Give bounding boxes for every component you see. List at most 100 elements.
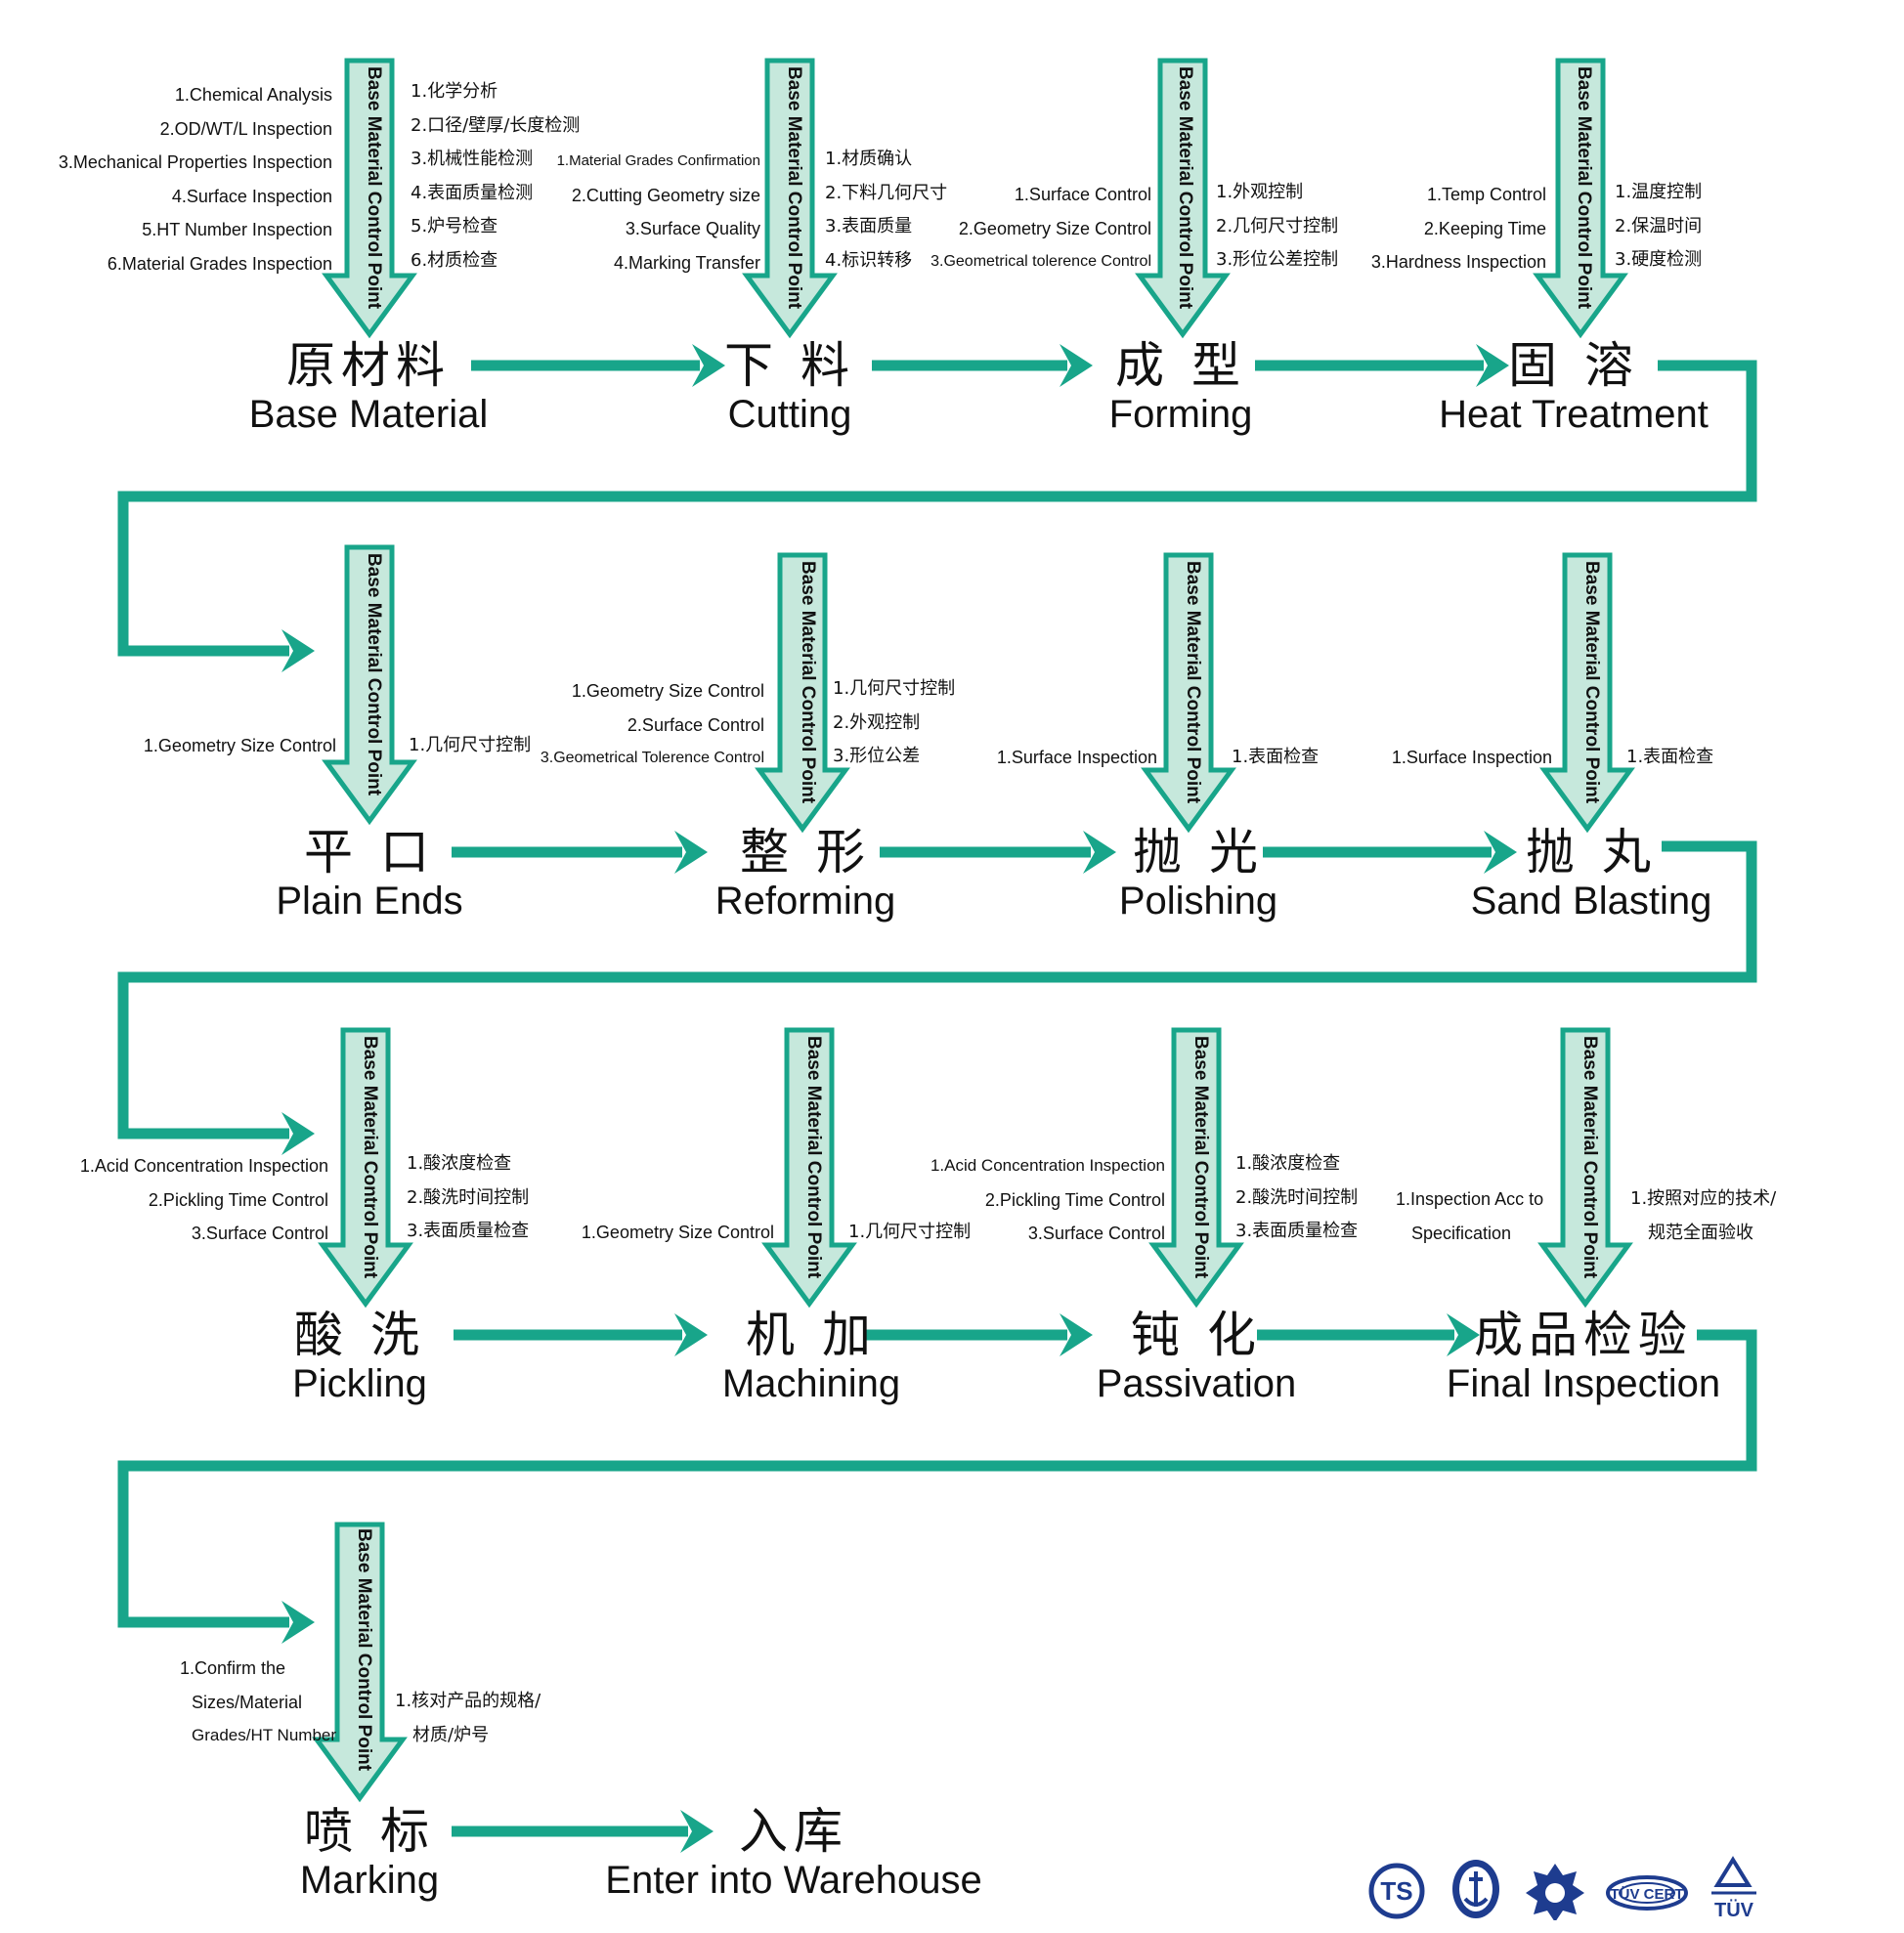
step-en-label: Marking	[299, 1859, 440, 1902]
step-sand-blasting: 抛 丸 Sand Blasting	[1366, 825, 1816, 923]
inspection-item: 3.机械性能检测	[411, 149, 534, 169]
control-point-arrow-shape	[322, 544, 417, 826]
step-en-label: Passivation	[1096, 1362, 1297, 1405]
svg-text:TÜV CERT: TÜV CERT	[1611, 1886, 1684, 1903]
control-point-label: Base Material Control Point	[1183, 561, 1203, 804]
control-point-arrow: Base Material Control Point	[1153, 59, 1216, 332]
inspection-item: 1.表面检查	[1626, 747, 1714, 767]
inspection-item: 1.Chemical Analysis	[174, 85, 332, 105]
inspection-item: 5.炉号检查	[411, 216, 498, 236]
control-point-arrow-shape	[1539, 552, 1635, 834]
step-cn-label: 原材料	[286, 337, 451, 394]
inspection-item: 1.Confirm the	[180, 1658, 286, 1678]
step-passivation: 钝 化 Passivation	[972, 1308, 1421, 1405]
step-reforming: 整 形 Reforming	[581, 825, 1030, 923]
inspection-list-cn: 1.酸浓度检查 2.酸洗时间控制 3.表面质量检查	[407, 1147, 529, 1249]
step-cn-label: 喷 标	[304, 1803, 435, 1860]
inspection-list-cn: 1.材质确认 2.下料几何尺寸 3.表面质量 4.标识转移	[825, 143, 947, 278]
certification-logos: TS TÜV CERT TÜV	[1368, 1856, 1756, 1920]
step-cn-label: 成品检验	[1474, 1307, 1693, 1363]
control-point-arrow: Base Material Control Point	[1169, 1028, 1232, 1302]
inspection-list-en: 1.Temp Control 2.Keeping Time 3.Hardness…	[1371, 178, 1546, 279]
flow-arrow-head	[674, 831, 708, 874]
step-pickling: 酸 洗 Pickling	[135, 1308, 584, 1405]
flow-arrow-head	[692, 344, 725, 387]
inspection-list-cn: 1.几何尺寸控制	[409, 729, 531, 763]
ts-logo: TS	[1368, 1863, 1425, 1919]
inspection-item: 2.OD/WT/L Inspection	[159, 118, 332, 139]
inspection-item: 3.表面质量检查	[1235, 1221, 1359, 1241]
inspection-item: 1.几何尺寸控制	[848, 1222, 972, 1242]
step-forming: 成 型 Forming	[956, 338, 1406, 436]
control-point-arrow: Base Material Control Point	[1161, 553, 1224, 827]
inspection-item: 1.表面检查	[1232, 747, 1320, 767]
step-en-label: Final Inspection	[1446, 1362, 1721, 1405]
control-point-arrow-shape	[755, 552, 850, 834]
inspection-list-cn: 1.外观控制 2.几何尺寸控制 3.形位公差控制	[1216, 176, 1338, 278]
inspection-item: 1.按照对应的技术/	[1630, 1188, 1777, 1209]
inspection-item: 1.Surface Inspection	[1391, 748, 1552, 767]
control-point-label: Base Material Control Point	[364, 553, 384, 796]
inspection-item: 1.Acid Concentration Inspection	[79, 1156, 328, 1176]
step-en-label: Heat Treatment	[1439, 393, 1709, 436]
inspection-list-en: 1.Inspection Acc to Specification	[1396, 1182, 1543, 1250]
inspection-list-cn: 1.几何尺寸控制	[848, 1216, 971, 1250]
tuv-triangle-logo: TÜV	[1711, 1856, 1756, 1920]
inspection-item: 材质/炉号	[412, 1724, 490, 1745]
step-en-label: Machining	[721, 1362, 901, 1405]
control-point-label: Base Material Control Point	[364, 66, 384, 310]
control-point-arrow-shape	[318, 1027, 413, 1309]
inspection-item: 4.标识转移	[825, 249, 913, 271]
step-cutting: 下 料 Cutting	[565, 338, 1015, 436]
inspection-item: 1.Geometry Size Control	[143, 736, 336, 755]
flow-arrow-head	[281, 629, 315, 672]
inspection-item: 3.Surface Control	[1027, 1224, 1165, 1243]
inspection-item: 2.Cutting Geometry size	[571, 185, 760, 205]
inspection-item: 3.Surface Quality	[625, 219, 760, 238]
inspection-item: 3.形位公差控制	[1216, 249, 1339, 270]
flow-arrow-head	[1083, 831, 1116, 874]
flow-connector	[117, 1329, 1757, 1628]
inspection-item: 4.Surface Inspection	[171, 186, 332, 206]
step-base-material: 原材料 Base Material	[144, 338, 593, 436]
control-point-label: Base Material Control Point	[1581, 561, 1602, 804]
control-point-label: Base Material Control Point	[1190, 1036, 1211, 1279]
inspection-item: 2.Pickling Time Control	[984, 1189, 1165, 1210]
inspection-item: 2.Keeping Time	[1423, 218, 1546, 238]
step-plain-ends: 平 口 Plain Ends	[145, 825, 594, 923]
inspection-list-en: 1.Geometry Size Control 2.Surface Contro…	[541, 674, 764, 776]
step-cn-label: 成 型	[1115, 337, 1246, 394]
control-point-arrow: Base Material Control Point	[338, 1028, 401, 1302]
inspection-item: 2.外观控制	[833, 711, 921, 733]
inspection-list-en: 1.Acid Concentration Inspection 2.Pickli…	[80, 1149, 328, 1251]
control-point-label: Base Material Control Point	[1574, 66, 1594, 310]
star-seal-logo	[1526, 1864, 1584, 1920]
inspection-list-en: 1.Surface Inspection	[997, 741, 1157, 775]
control-point-label: Base Material Control Point	[784, 66, 804, 310]
inspection-item: 2.酸洗时间控制	[1235, 1186, 1359, 1208]
inspection-list-cn: 1.核对产品的规格/ 材质/炉号	[395, 1685, 541, 1752]
control-point-arrow: Base Material Control Point	[1560, 553, 1623, 827]
inspection-item: 2.酸洗时间控制	[407, 1186, 530, 1208]
anchor-seal-logo	[1452, 1860, 1499, 1918]
inspection-item: Specification	[1411, 1223, 1512, 1243]
step-en-label: Sand Blasting	[1470, 880, 1712, 923]
control-point-arrow-shape	[1537, 1027, 1633, 1309]
control-point-label: Base Material Control Point	[360, 1036, 380, 1279]
flow-arrow-head	[1060, 1313, 1093, 1356]
control-point-label: Base Material Control Point	[354, 1528, 374, 1772]
inspection-list-cn: 1.表面检查	[1232, 741, 1319, 775]
inspection-item: 1.Surface Control	[1014, 185, 1151, 204]
inspection-list-en: 1.Geometry Size Control	[582, 1216, 774, 1250]
control-point-arrow-shape	[1141, 552, 1236, 834]
inspection-item: 1.核对产品的规格/	[395, 1691, 541, 1711]
inspection-list-cn: 1.几何尺寸控制 2.外观控制 3.形位公差	[833, 672, 955, 774]
control-point-arrow-shape	[322, 58, 417, 339]
control-point-arrow-shape	[1533, 58, 1628, 339]
flow-arrow-head	[281, 1112, 315, 1155]
inspection-item: 3.表面质量检查	[407, 1221, 530, 1241]
control-point-arrow-shape	[312, 1522, 408, 1803]
tuv-cert-logo: TÜV CERT	[1606, 1875, 1688, 1911]
flow-arrow-head	[680, 1810, 714, 1853]
